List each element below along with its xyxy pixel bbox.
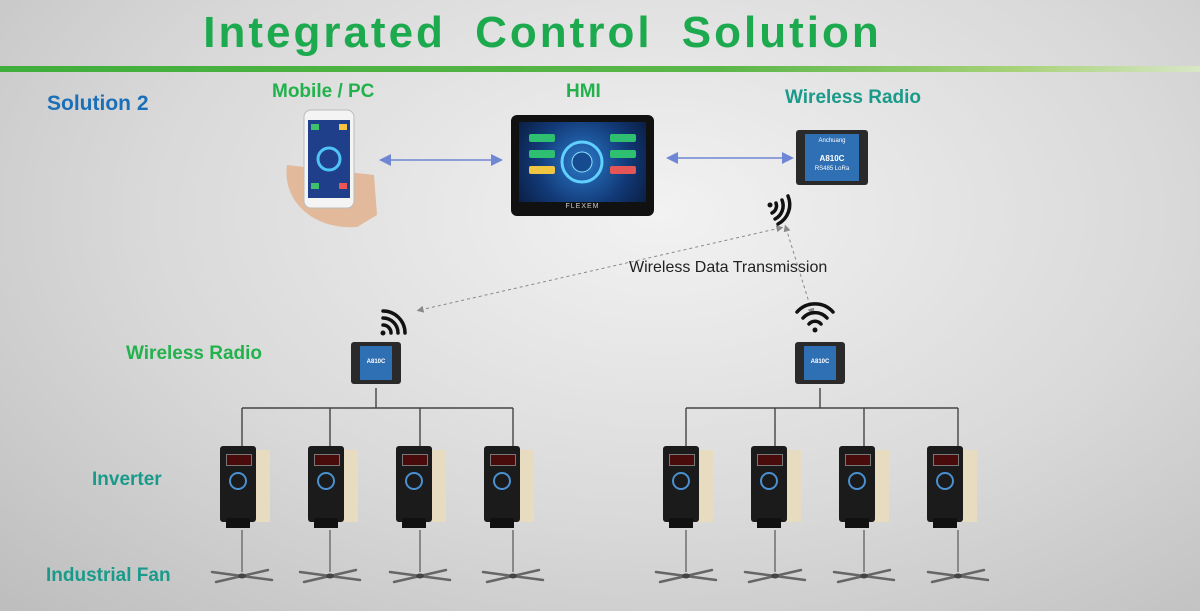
left-bus (241, 388, 514, 446)
wifi-signal-icon (795, 302, 835, 333)
solution-label: Solution 2 (47, 92, 149, 115)
title-divider (0, 66, 1200, 72)
fan-icon (298, 568, 362, 584)
inverter-icon (927, 446, 977, 528)
wireless-radio-left-label: Wireless Radio (126, 343, 263, 364)
fan-icon (926, 568, 990, 584)
inverter-icon (220, 446, 270, 528)
page-title: Integrated Control Solution (203, 8, 882, 57)
fan-icon (654, 568, 718, 584)
inverter-icon (484, 446, 534, 528)
radio-model: A810C (819, 154, 845, 163)
mobile-pc-label: Mobile / PC (272, 81, 375, 102)
wireless-link-left (416, 225, 784, 313)
hmi-brand: FLEXEM (565, 203, 600, 210)
fan-icon (832, 568, 896, 584)
right-bus (685, 388, 959, 446)
inverter-icon (663, 446, 713, 528)
wireless-link-right (783, 224, 815, 316)
inverter-icon (396, 446, 446, 528)
radio-model: A810C (366, 359, 386, 365)
industrial-fan-label: Industrial Fan (46, 565, 171, 586)
hmi-label: HMI (566, 81, 601, 102)
wifi-signal-icon (767, 194, 792, 226)
fan-icon (388, 568, 452, 584)
phone-icon (286, 109, 377, 228)
radio-icon: A810C (795, 342, 845, 384)
radio-model: A810C (810, 359, 830, 365)
fan-stems (241, 530, 959, 572)
radio-sub: RS485 LoRa (814, 166, 850, 172)
radio-icon: A810C (351, 342, 401, 384)
fan-icon (481, 568, 545, 584)
radio-brand: Anchuang (818, 138, 846, 144)
hmi-icon: FLEXEM (511, 115, 654, 216)
wireless-radio-top-label: Wireless Radio (785, 87, 922, 108)
inverter-icon (839, 446, 889, 528)
inverter-icon (308, 446, 358, 528)
fan-icon (743, 568, 807, 584)
wifi-signal-icon (380, 309, 407, 336)
radio-icon: Anchuang A810C RS485 LoRa (796, 130, 868, 185)
inverter-label: Inverter (92, 469, 162, 490)
inverter-icon (751, 446, 801, 528)
fan-icon (210, 568, 274, 584)
hmi-screen (519, 122, 646, 202)
